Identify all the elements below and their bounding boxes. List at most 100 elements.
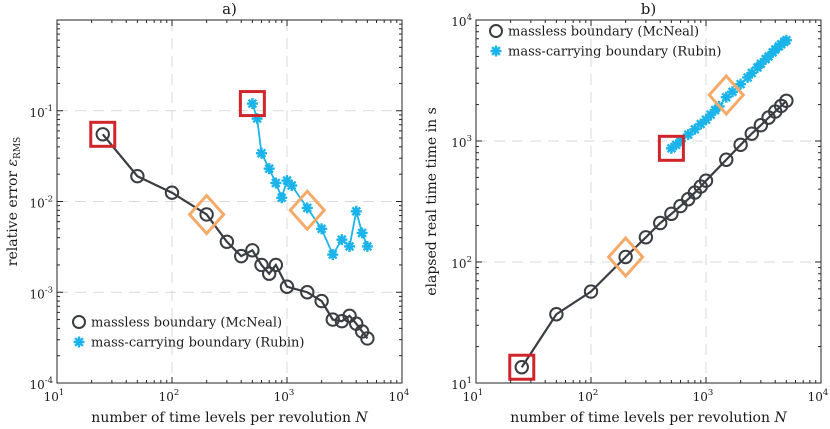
data-point <box>276 192 288 204</box>
data-point <box>682 129 694 141</box>
data-point <box>268 257 284 273</box>
panel-b-grid <box>476 20 821 383</box>
x-tick-label-base: 10 <box>389 390 404 404</box>
legend-label: mass-carrying boundary (Rubin) <box>91 336 304 351</box>
y-tick-label-base: 10 <box>451 15 466 29</box>
data-point <box>356 227 368 239</box>
y-tick-label-exp: -4 <box>45 376 53 386</box>
y-tick-label: 103 <box>451 134 472 150</box>
series-massless <box>95 127 375 346</box>
y-tick-label-exp: -1 <box>45 104 53 114</box>
x-tick-label-exp: 4 <box>823 388 828 398</box>
y-tick-label-base: 10 <box>451 136 466 150</box>
data-point <box>744 126 759 141</box>
panel-a-y-axis-title-text: relative error <box>5 166 21 266</box>
legend-marker <box>489 24 503 38</box>
x-tick-label-exp: 4 <box>404 388 409 398</box>
y-tick-label-exp: -2 <box>45 195 53 205</box>
y-tick-label: 10-3 <box>29 285 53 301</box>
panel-a-x-axis-title-var: N <box>354 410 368 426</box>
x-tick-label-exp: 2 <box>174 388 179 398</box>
data-point <box>746 67 758 79</box>
data-point <box>727 86 739 98</box>
legend-marker <box>490 45 502 57</box>
data-point <box>705 109 717 121</box>
data-point <box>270 177 282 189</box>
x-tick-label: 102 <box>578 388 599 404</box>
data-point <box>549 307 564 322</box>
panel-b-x-axis-title: number of time levels per revolution N <box>510 410 787 426</box>
y-tick-label-base: 10 <box>29 378 44 392</box>
data-point <box>719 152 734 167</box>
legend-entry: mass-carrying boundary (Rubin) <box>73 336 304 351</box>
series-line <box>520 99 788 368</box>
legend-label: massless boundary (McNeal) <box>91 316 282 331</box>
series-line <box>251 103 369 257</box>
data-point <box>618 249 633 265</box>
data-point <box>279 279 295 294</box>
data-point <box>360 331 375 346</box>
x-tick-label: 103 <box>693 388 714 404</box>
x-tick-label-exp: 2 <box>593 388 598 398</box>
y-tick-label: 10-2 <box>29 195 53 211</box>
panel-a-legend: massless boundary (McNeal) mass-carrying … <box>72 315 304 351</box>
series-line <box>101 133 369 340</box>
y-tick-label-base: 10 <box>29 197 44 211</box>
panel-a-x-axis-title: number of time levels per revolution N <box>91 410 368 426</box>
data-point <box>325 312 340 327</box>
highlight-diamond <box>288 189 327 232</box>
x-tick-label-base: 10 <box>159 390 174 404</box>
panel-b-title: b) <box>641 0 656 18</box>
data-point <box>779 93 794 108</box>
legend-entry: massless boundary (McNeal) <box>72 315 282 331</box>
legend-marker <box>73 336 85 348</box>
panel-a-title: a) <box>222 0 237 18</box>
data-point <box>653 215 668 231</box>
x-tick-label: 102 <box>159 388 180 404</box>
panel-a-y-axis-title-var: ε <box>5 159 21 167</box>
data-point <box>733 137 748 153</box>
series-mass-carrying <box>665 34 792 154</box>
panel-a-grid <box>57 20 402 383</box>
highlight-square <box>657 134 685 162</box>
y-tick-label-base: 10 <box>29 287 44 301</box>
y-tick-label-base: 10 <box>451 257 466 271</box>
data-point <box>735 78 747 90</box>
data-point <box>638 230 654 245</box>
panel-a-y-axis-title: relative error εRMS <box>5 137 23 266</box>
y-tick-label-exp: 2 <box>467 255 472 265</box>
x-tick-label-exp: 1 <box>478 388 483 398</box>
data-point <box>199 207 214 222</box>
panel-a-highlights <box>89 90 327 236</box>
legend-label: mass-carrying boundary (Rubin) <box>508 45 721 60</box>
data-point <box>514 360 529 375</box>
data-point <box>255 147 267 159</box>
panel-a-y-axis-title-sub: RMS <box>13 137 23 159</box>
data-point <box>344 240 356 252</box>
data-point <box>314 293 329 309</box>
x-tick-label: 101 <box>44 388 65 404</box>
data-point <box>300 285 315 300</box>
legend-entry: massless boundary (McNeal) <box>489 24 699 40</box>
data-point <box>263 163 275 175</box>
series-massless <box>514 93 794 375</box>
data-point <box>336 234 348 246</box>
legend-label: massless boundary (McNeal) <box>508 25 699 40</box>
x-tick-label: 104 <box>389 388 410 404</box>
x-tick-label-exp: 3 <box>289 388 294 398</box>
highlight-square <box>238 90 266 118</box>
panel-a-x-axis-title-text: number of time levels per revolution <box>91 410 355 426</box>
data-point <box>286 180 298 192</box>
y-tick-label: 101 <box>451 376 472 392</box>
highlight-diamond <box>707 73 746 117</box>
x-tick-label-base: 10 <box>463 390 478 404</box>
x-tick-label-base: 10 <box>274 390 289 404</box>
y-tick-label-base: 10 <box>451 378 466 392</box>
data-point <box>234 248 249 264</box>
data-point <box>780 34 792 46</box>
legend-marker <box>72 315 86 329</box>
panel-b-series <box>514 34 794 375</box>
